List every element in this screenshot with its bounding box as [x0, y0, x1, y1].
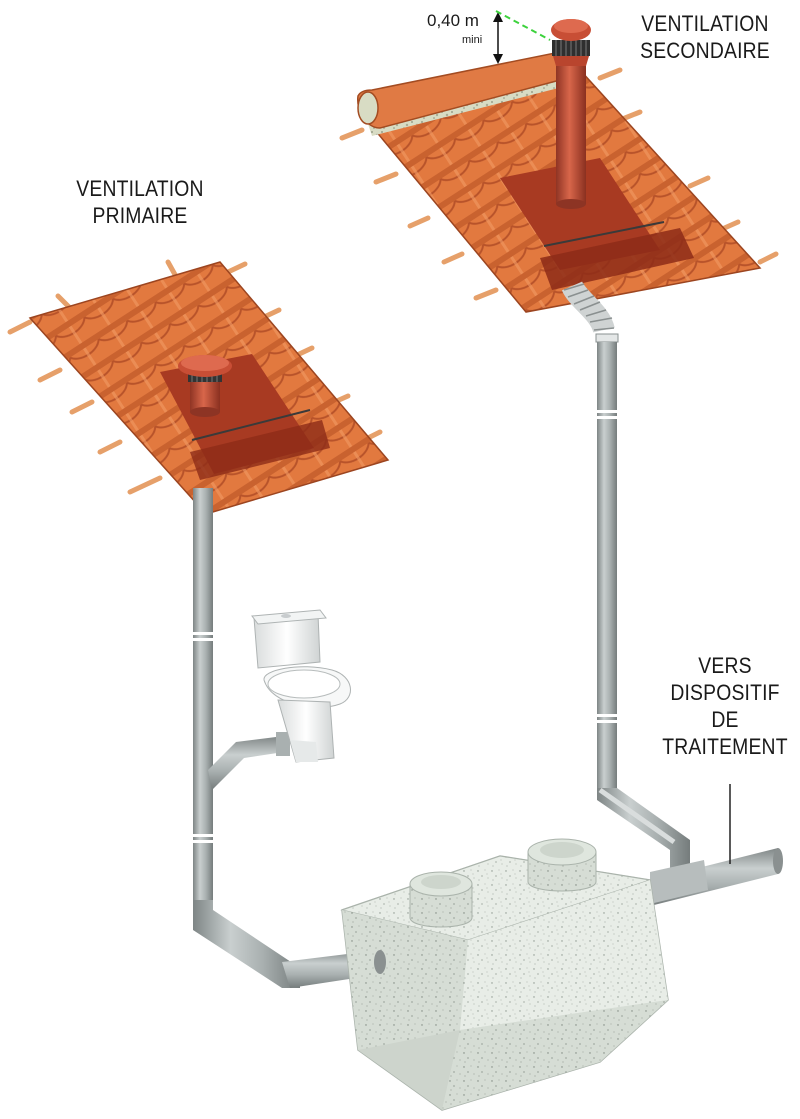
secondary-vent-pipe	[551, 19, 591, 209]
secondary-ventilation-label-line-2: SECONDAIRE	[640, 38, 770, 63]
toilet	[251, 609, 351, 763]
tank-access-riser-back	[527, 838, 597, 892]
secondary-roof	[339, 19, 779, 313]
septic-tank	[340, 838, 669, 1111]
primary-roof	[7, 259, 390, 515]
height-dimension-qualifier: mini	[462, 34, 483, 46]
secondary-downpipe	[561, 280, 690, 870]
primary-ventilation-label: VENTILATION PRIMAIRE	[52, 175, 228, 229]
primary-vent-cap	[178, 355, 232, 417]
height-guide-line	[495, 10, 551, 41]
treatment-destination-label: VERS DISPOSITIF DE TRAITEMENT	[650, 652, 800, 760]
treatment-label-line-4: TRAITEMENT	[662, 734, 788, 759]
secondary-ventilation-label-line-1: VENTILATION	[641, 11, 769, 36]
secondary-ventilation-label: VENTILATION SECONDAIRE	[608, 10, 800, 64]
primary-ventilation-label-line-2: PRIMAIRE	[92, 203, 188, 228]
height-dimension	[493, 10, 551, 64]
treatment-label-line-1: VERS	[698, 653, 752, 678]
tank-access-riser-front	[409, 871, 473, 928]
treatment-label-line-3: DE	[711, 707, 739, 732]
height-dimension-value: 0,40 m	[427, 11, 479, 30]
outlet-pipe	[650, 848, 783, 906]
primary-ventilation-label-line-1: VENTILATION	[76, 176, 204, 201]
primary-roof-battens	[7, 259, 383, 495]
treatment-label-line-2: DISPOSITIF	[670, 680, 780, 705]
